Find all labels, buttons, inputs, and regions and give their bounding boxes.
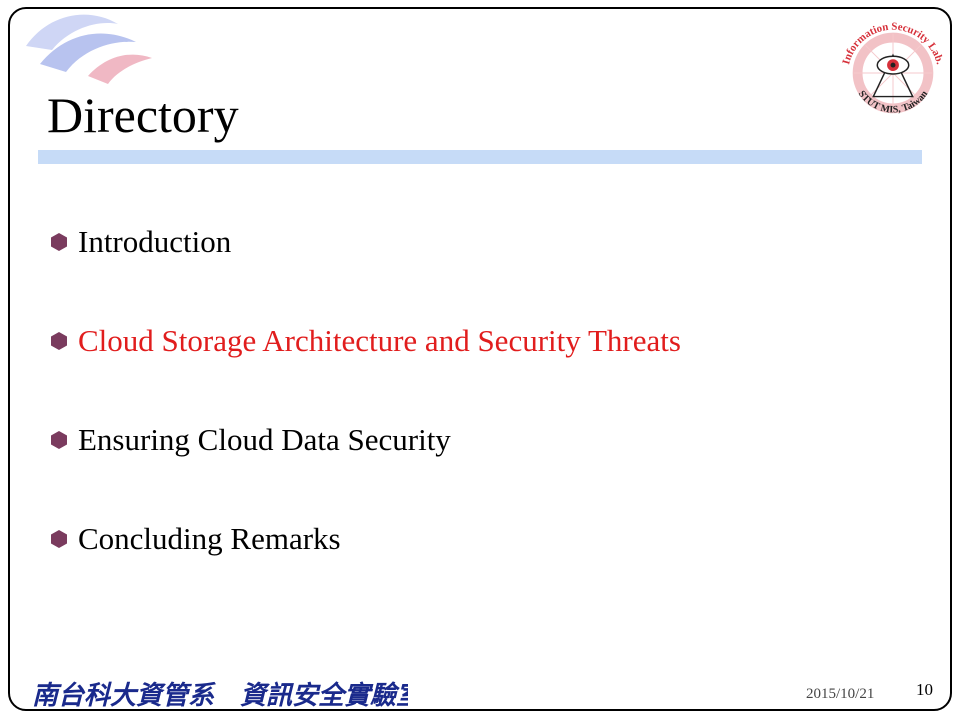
footer-date: 2015/10/21 <box>806 686 875 702</box>
footer-org-text: 南台科大資管系 資訊安全實驗室 <box>32 681 408 711</box>
lab-seal-logo: Information Security Lab. STUT MIS, Taiw… <box>840 21 946 116</box>
hexagon-bullet-icon <box>51 233 67 251</box>
footer-org-calligraphy: 南台科大資管系 資訊安全實驗室 <box>32 681 408 711</box>
swoosh-icon <box>26 14 152 84</box>
title-underline-bar <box>38 150 922 164</box>
bullet-label: Ensuring Cloud Data Security <box>78 422 451 457</box>
bullet-item-concluding-remarks: Concluding Remarks <box>50 519 681 559</box>
bullet-label: Cloud Storage Architecture and Security … <box>78 323 681 358</box>
bullet-item-introduction: Introduction <box>50 222 681 262</box>
bullet-label: Introduction <box>78 224 232 259</box>
bullet-list: Introduction Cloud Storage Architecture … <box>50 222 681 618</box>
bullet-item-cloud-storage: Cloud Storage Architecture and Security … <box>50 321 681 361</box>
slide-frame <box>8 7 952 711</box>
bullet-label: Concluding Remarks <box>78 521 341 556</box>
hexagon-bullet-icon <box>51 530 67 548</box>
bullet-item-ensuring-security: Ensuring Cloud Data Security <box>50 420 681 460</box>
hexagon-bullet-icon <box>51 332 67 350</box>
page-number: 10 <box>916 680 933 699</box>
hexagon-bullet-icon <box>51 431 67 449</box>
slide-title: Directory <box>47 87 239 143</box>
